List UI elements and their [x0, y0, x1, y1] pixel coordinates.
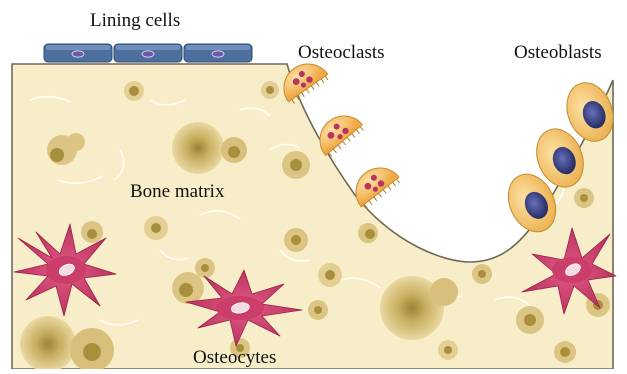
- lacuna: [124, 81, 144, 101]
- osteoclasts-label: Osteoclasts: [298, 43, 385, 62]
- lining-cell: [114, 44, 182, 62]
- bone-matrix-label: Bone matrix: [130, 182, 224, 201]
- lacuna: [261, 81, 279, 99]
- lacuna: [284, 228, 308, 252]
- lining-cell: [44, 44, 112, 62]
- lining-cell: [184, 44, 252, 62]
- lacuna: [144, 216, 168, 240]
- lacuna: [438, 340, 458, 360]
- lacuna: [574, 188, 594, 208]
- lacuna: [282, 151, 310, 179]
- lacuna: [172, 272, 204, 304]
- lacuna: [81, 221, 103, 243]
- lining-cells-label: Lining cells: [90, 11, 180, 30]
- lacuna: [472, 264, 492, 284]
- osteocytes-label: Osteocytes: [193, 348, 276, 367]
- lacuna: [308, 300, 328, 320]
- lacuna: [554, 341, 576, 363]
- lacuna: [358, 223, 378, 243]
- osteoblasts-label: Osteoblasts: [514, 43, 602, 62]
- lining-cells: [44, 44, 252, 62]
- lacuna: [318, 263, 342, 287]
- lacuna: [195, 258, 215, 278]
- lacuna: [516, 306, 544, 334]
